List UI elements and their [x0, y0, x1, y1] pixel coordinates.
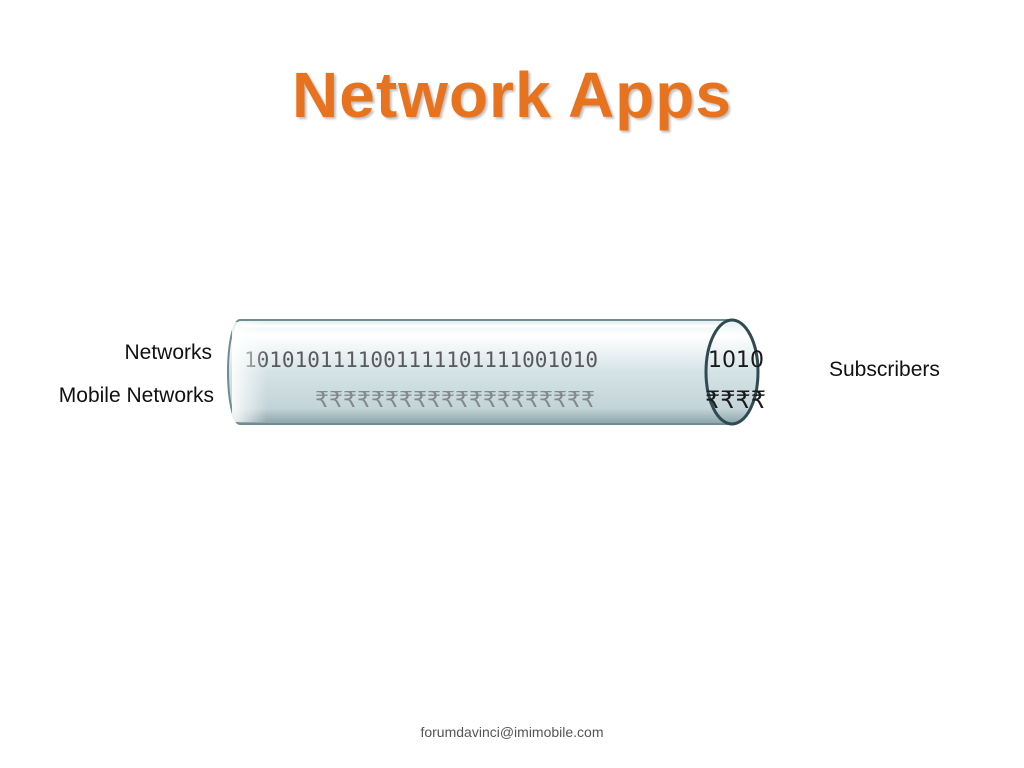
slide-title: Network Apps — [292, 59, 732, 131]
mobile-networks-label: Mobile Networks — [58, 384, 214, 407]
binary-end-text: 1010 — [708, 348, 764, 373]
footer-email: forumdavinci@imimobile.com — [420, 724, 604, 740]
pipe-opening — [704, 318, 760, 426]
data-pipe-diagram: 1010101111001111101111001010 ₹₹₹₹₹₹₹₹₹₹₹… — [227, 318, 766, 426]
subscribers-label: Subscribers — [829, 358, 940, 381]
rupee-end-text: ₹₹₹₹ — [705, 386, 766, 414]
networks-label: Networks — [124, 341, 212, 364]
